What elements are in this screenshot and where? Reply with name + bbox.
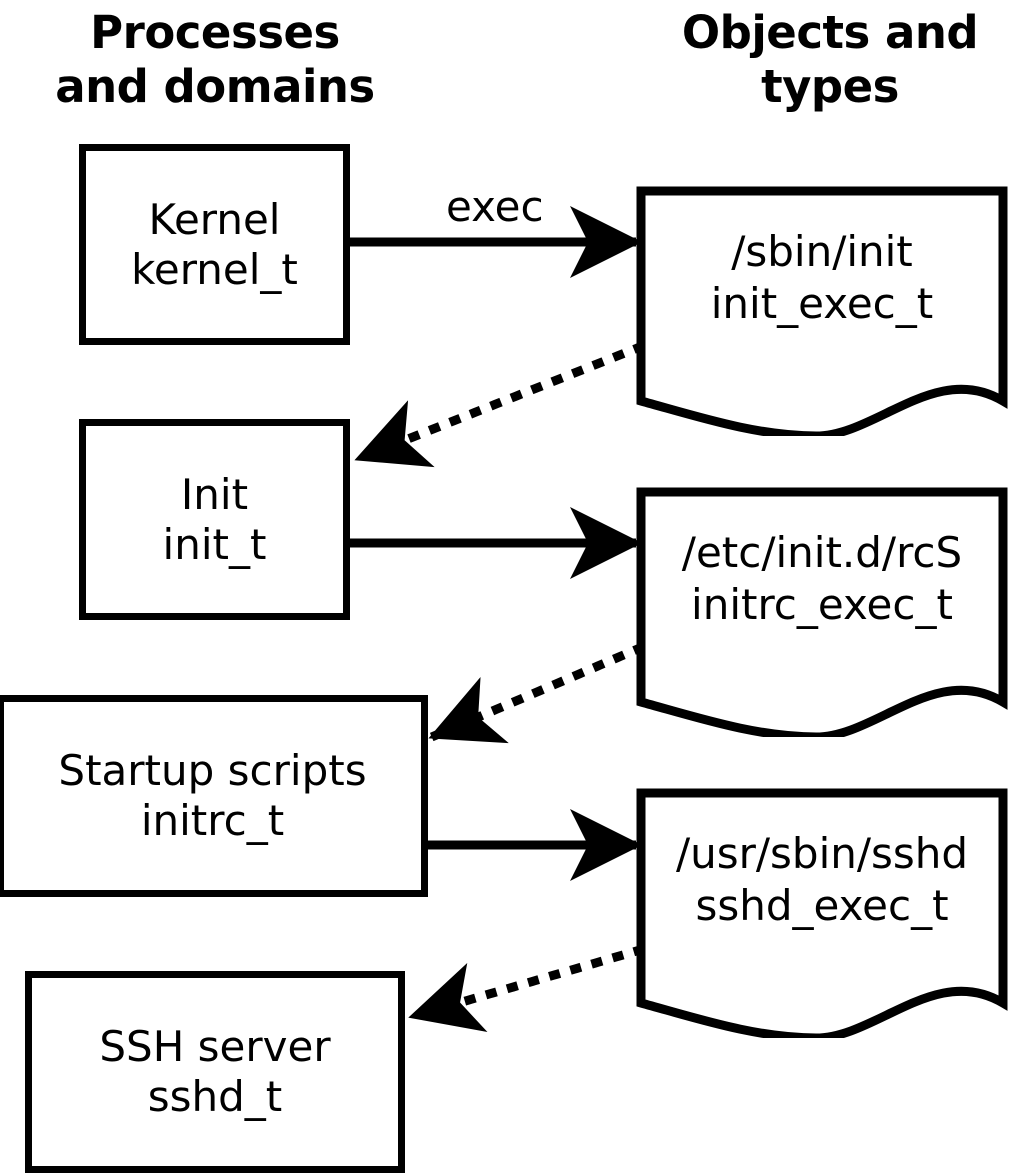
process-node-name: SSH server — [99, 1022, 331, 1071]
process-node-type: init_t — [162, 519, 267, 569]
edge-sshd-exec-to-ssh-server — [408, 944, 646, 1033]
process-node-type: kernel_t — [131, 244, 298, 294]
process-node-type: sshd_t — [147, 1072, 283, 1121]
object-node-etc-init-d-rcs[interactable]: /etc/init.d/rcS initrc_exec_t — [636, 487, 1008, 737]
object-node-usr-sbin-sshd[interactable]: /usr/sbin/sshd sshd_exec_t — [636, 788, 1008, 1038]
object-node-sbin-init[interactable]: /sbin/init init_exec_t — [636, 186, 1008, 436]
process-node-name: Startup scripts — [58, 746, 367, 795]
document-shape-icon — [636, 788, 1008, 1038]
process-node-name: Kernel — [148, 194, 281, 244]
edge-sbin-init-to-init — [354, 341, 646, 468]
process-node-startup-scripts[interactable]: Startup scripts initrc_t — [0, 695, 428, 897]
process-node-name: Init — [180, 469, 249, 519]
process-node-kernel[interactable]: Kernel kernel_t — [79, 144, 350, 345]
column-header-processes: Processes and domains — [55, 6, 375, 113]
process-node-init[interactable]: Init init_t — [79, 419, 350, 620]
document-shape-icon — [636, 487, 1008, 737]
document-shape-icon — [636, 186, 1008, 436]
edge-label-exec: exec — [446, 182, 544, 231]
process-node-ssh-server[interactable]: SSH server sshd_t — [25, 971, 405, 1173]
process-node-type: initrc_t — [140, 796, 285, 845]
column-header-objects: Objects and types — [681, 6, 979, 113]
edge-rcs-to-startup-scripts — [428, 642, 646, 744]
